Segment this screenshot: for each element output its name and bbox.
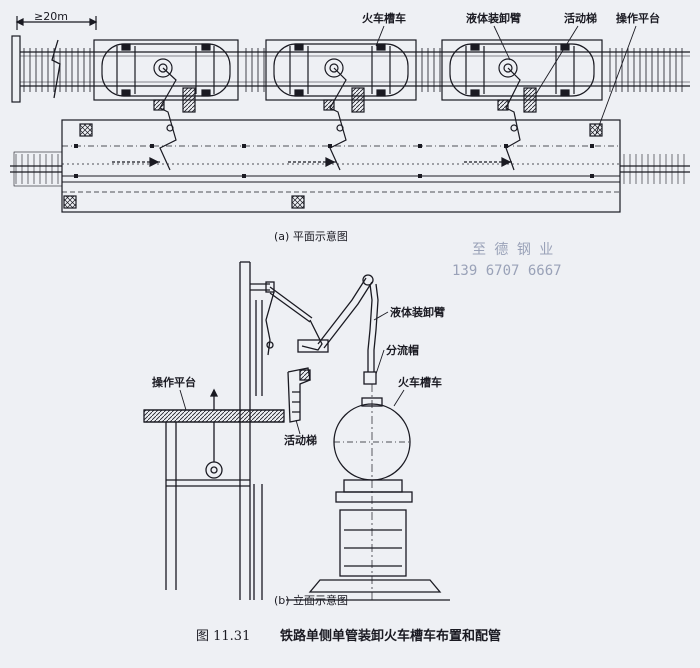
vertical-pipe [205, 388, 223, 479]
plan-labels: ≥20m 火车槽车 液体装卸臂 活动梯 操作平台 (a) 平面示意图 [34, 10, 660, 243]
platform-deck [143, 409, 285, 423]
figure-caption: 图 11.31 铁路单侧单管装卸火车槽车布置和配管 [196, 628, 501, 644]
loading-arm-plan-1 [153, 67, 196, 171]
dimension-line [15, 16, 98, 30]
elevation-leader-lines [179, 311, 405, 435]
dimension-label: ≥20m [34, 10, 68, 23]
tank-car-elevation [286, 384, 450, 601]
railway-track [20, 39, 690, 99]
plan-leader-lines [375, 25, 637, 135]
tank-car-plan-1 [93, 39, 239, 101]
elevation-view [143, 261, 450, 601]
loading-arm-plan-2 [323, 67, 365, 171]
movable-ladder-elevation [287, 367, 311, 423]
label-ladder-elev: 活动梯 [284, 433, 317, 447]
label-tank-car-plan: 火车槽车 [362, 11, 406, 25]
plan-view [10, 16, 690, 213]
label-platform-plan: 操作平台 [616, 11, 660, 25]
label-flow-cap: 分流帽 [386, 343, 419, 357]
tank-car-plan-2 [265, 39, 417, 101]
watermark-phone: 139 6707 6667 [452, 263, 562, 279]
figure-number: 图 11.31 [196, 629, 250, 644]
buffer-stop [11, 35, 21, 103]
label-platform-elev: 操作平台 [152, 375, 196, 389]
label-loading-arm-plan: 液体装卸臂 [466, 11, 521, 25]
elevation-labels: 液体装卸臂 分流帽 火车槽车 操作平台 活动梯 (b) 立面示意图 [152, 305, 445, 607]
caption-elevation: (b) 立面示意图 [274, 593, 348, 607]
caption-plan: (a) 平面示意图 [274, 229, 348, 243]
label-ladder-plan: 活动梯 [564, 11, 597, 25]
tank-car-plan-3 [441, 39, 603, 101]
support-frame [165, 261, 263, 600]
loading-arm-elevation [250, 274, 379, 396]
watermark-company: 至 德 钢 业 [472, 242, 553, 258]
watermark: 至 德 钢 业 139 6707 6667 [452, 242, 562, 279]
label-loading-arm-elev: 液体装卸臂 [390, 305, 445, 319]
label-tank-car-elev: 火车槽车 [398, 375, 442, 389]
loading-arm-plan-3 [497, 67, 537, 171]
figure-title: 铁路单侧单管装卸火车槽车布置和配管 [279, 628, 501, 644]
flow-cap [363, 371, 377, 385]
platform-plan [10, 119, 690, 213]
